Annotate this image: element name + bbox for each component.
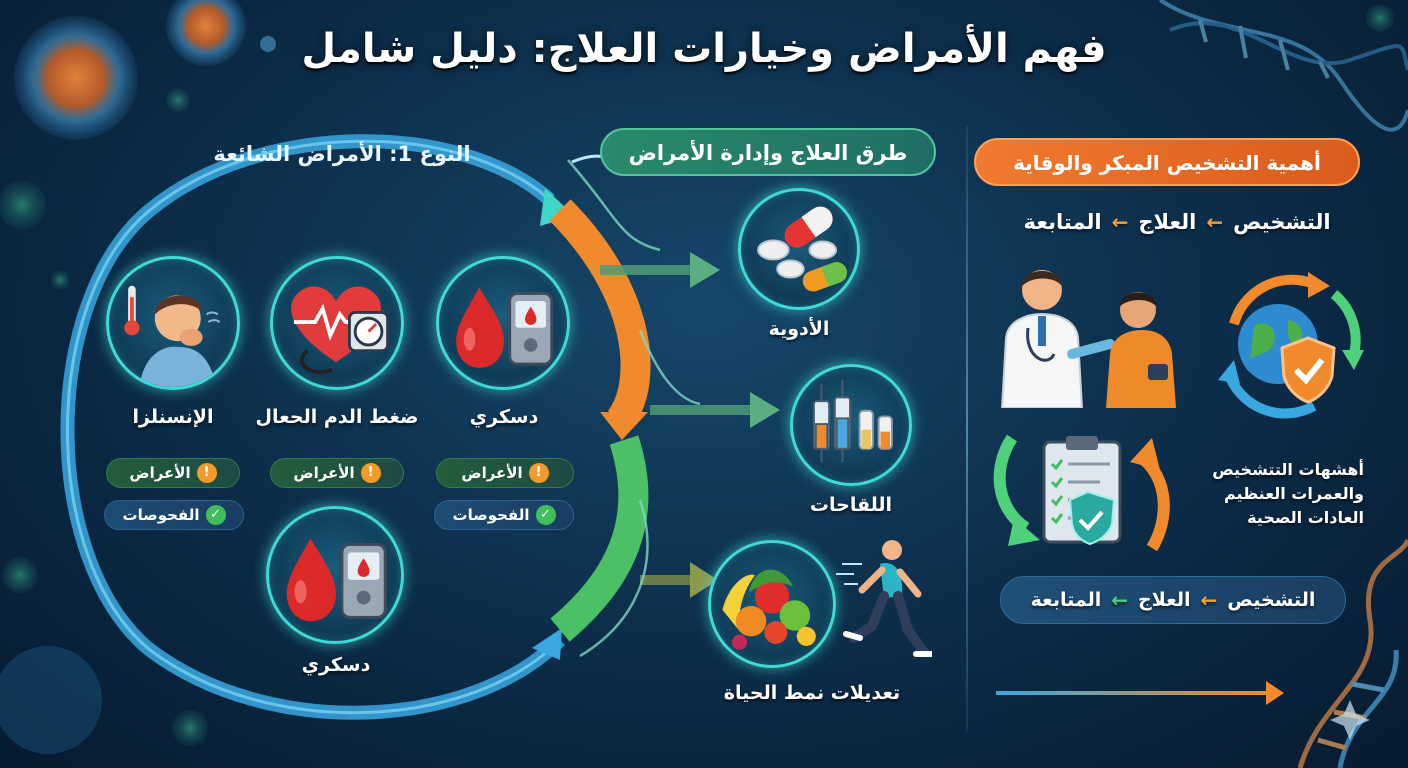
- tag-label: الأعراض: [129, 464, 191, 482]
- cell-icon: [260, 36, 276, 52]
- description-line: العادات الصحية: [1247, 508, 1364, 527]
- vaccines-card[interactable]: [790, 364, 912, 486]
- diabetes-tests-tag[interactable]: ✓ الفحوصات: [434, 500, 574, 530]
- flow-step-treatment: العلاج: [1138, 210, 1197, 234]
- globe-shield-cycle-icon: [1218, 272, 1364, 419]
- diabetes-card-bottom[interactable]: [266, 506, 404, 644]
- cell-icon: [14, 16, 138, 140]
- pills-capsules-icon: [757, 206, 847, 292]
- tag-label: الأعراض: [293, 464, 355, 482]
- tag-label: الفحوصات: [452, 506, 530, 524]
- warning-icon: !: [528, 463, 549, 483]
- diseases-heading: النوع 1: الأمراض الشائعة: [213, 142, 471, 166]
- diabetes-symptoms-tag[interactable]: ! الأعراض: [436, 458, 574, 488]
- hypertension-card[interactable]: [270, 256, 404, 390]
- diagnosis-heading: أهمية التشخيص المبكر والوقاية: [974, 138, 1360, 186]
- check-icon: ✓: [205, 505, 226, 525]
- heart-blood-pressure-icon: [291, 286, 390, 374]
- hypertension-label: ضغط الدم الحعال: [255, 406, 419, 428]
- dna-helix-icon: [1297, 538, 1408, 768]
- arrow-left-icon: ←: [1111, 588, 1129, 612]
- clipboard-checklist-icon: [993, 434, 1170, 552]
- influenza-tests-tag[interactable]: ✓ الفحوصات: [104, 500, 244, 530]
- flow-step-diagnosis: التشخيص: [1227, 589, 1316, 611]
- vaccine-syringes-icon: [812, 380, 893, 463]
- virus-icon: [0, 4, 1394, 754]
- description-line: أهشهات التتشخيص: [1212, 460, 1364, 479]
- sick-person-fever-icon: [124, 285, 221, 387]
- medications-card[interactable]: [738, 188, 860, 310]
- description-line: والعمرات العنظيم: [1224, 484, 1364, 503]
- flow-step-followup: المتابعة: [1023, 210, 1102, 234]
- blood-drop-glucometer-icon: [286, 538, 387, 622]
- tag-label: الأعراض: [461, 464, 523, 482]
- branch-arrows: [600, 265, 750, 585]
- diabetes-card[interactable]: [436, 256, 570, 390]
- flow-step-followup: المتابعة: [1030, 589, 1102, 611]
- page-title: فهم الأمراض وخيارات العلاج: دليل شامل: [301, 26, 1107, 72]
- hypertension-symptoms-tag[interactable]: ! الأعراض: [270, 458, 404, 488]
- flow-step-treatment: العلاج: [1138, 589, 1191, 611]
- lifestyle-card[interactable]: [708, 540, 836, 668]
- process-flow-bottom: التشخيص ← العلاج ← المتابعة: [1000, 576, 1346, 624]
- influenza-card[interactable]: [106, 256, 240, 390]
- flow-step-diagnosis: التشخيص: [1233, 210, 1331, 234]
- diabetes-label: دسكري: [469, 406, 539, 428]
- warning-icon: !: [360, 463, 381, 483]
- runner-icon: [836, 540, 932, 657]
- arrow-head: [1266, 681, 1284, 705]
- section-divider: [966, 126, 968, 732]
- diagnosis-description: أهشهات التتشخيص والعمرات العنظيم العادات…: [1180, 458, 1364, 530]
- diabetes-bottom-label: دسكري: [301, 654, 371, 676]
- lifestyle-label: تعديلات نمط الحياة: [723, 682, 901, 704]
- process-flow-top: التشخيص ← العلاج ← المتابعة: [996, 210, 1358, 234]
- dna-helix-icon: [1158, 0, 1408, 132]
- healthy-food-icon: [722, 569, 816, 650]
- arrow-left-icon: ←: [1111, 210, 1129, 234]
- blood-drop-glucometer-icon: [456, 287, 554, 368]
- arrow-left-icon: ←: [1206, 210, 1224, 234]
- tag-label: الفحوصات: [122, 506, 200, 524]
- arrow-head: [532, 628, 562, 660]
- cell-icon: [166, 0, 246, 66]
- check-icon: ✓: [535, 505, 556, 525]
- influenza-label: الإنسنلزا: [132, 406, 214, 428]
- arrow-left-icon: ←: [1200, 588, 1218, 612]
- influenza-symptoms-tag[interactable]: ! الأعراض: [106, 458, 240, 488]
- medications-label: الأدوية: [768, 318, 830, 340]
- warning-icon: !: [196, 463, 217, 483]
- vaccines-label: اللقاحات: [809, 494, 893, 516]
- doctor-patient-icon: [1000, 270, 1176, 408]
- treatment-heading: طرق العلاج وإدارة الأمراض: [600, 128, 936, 176]
